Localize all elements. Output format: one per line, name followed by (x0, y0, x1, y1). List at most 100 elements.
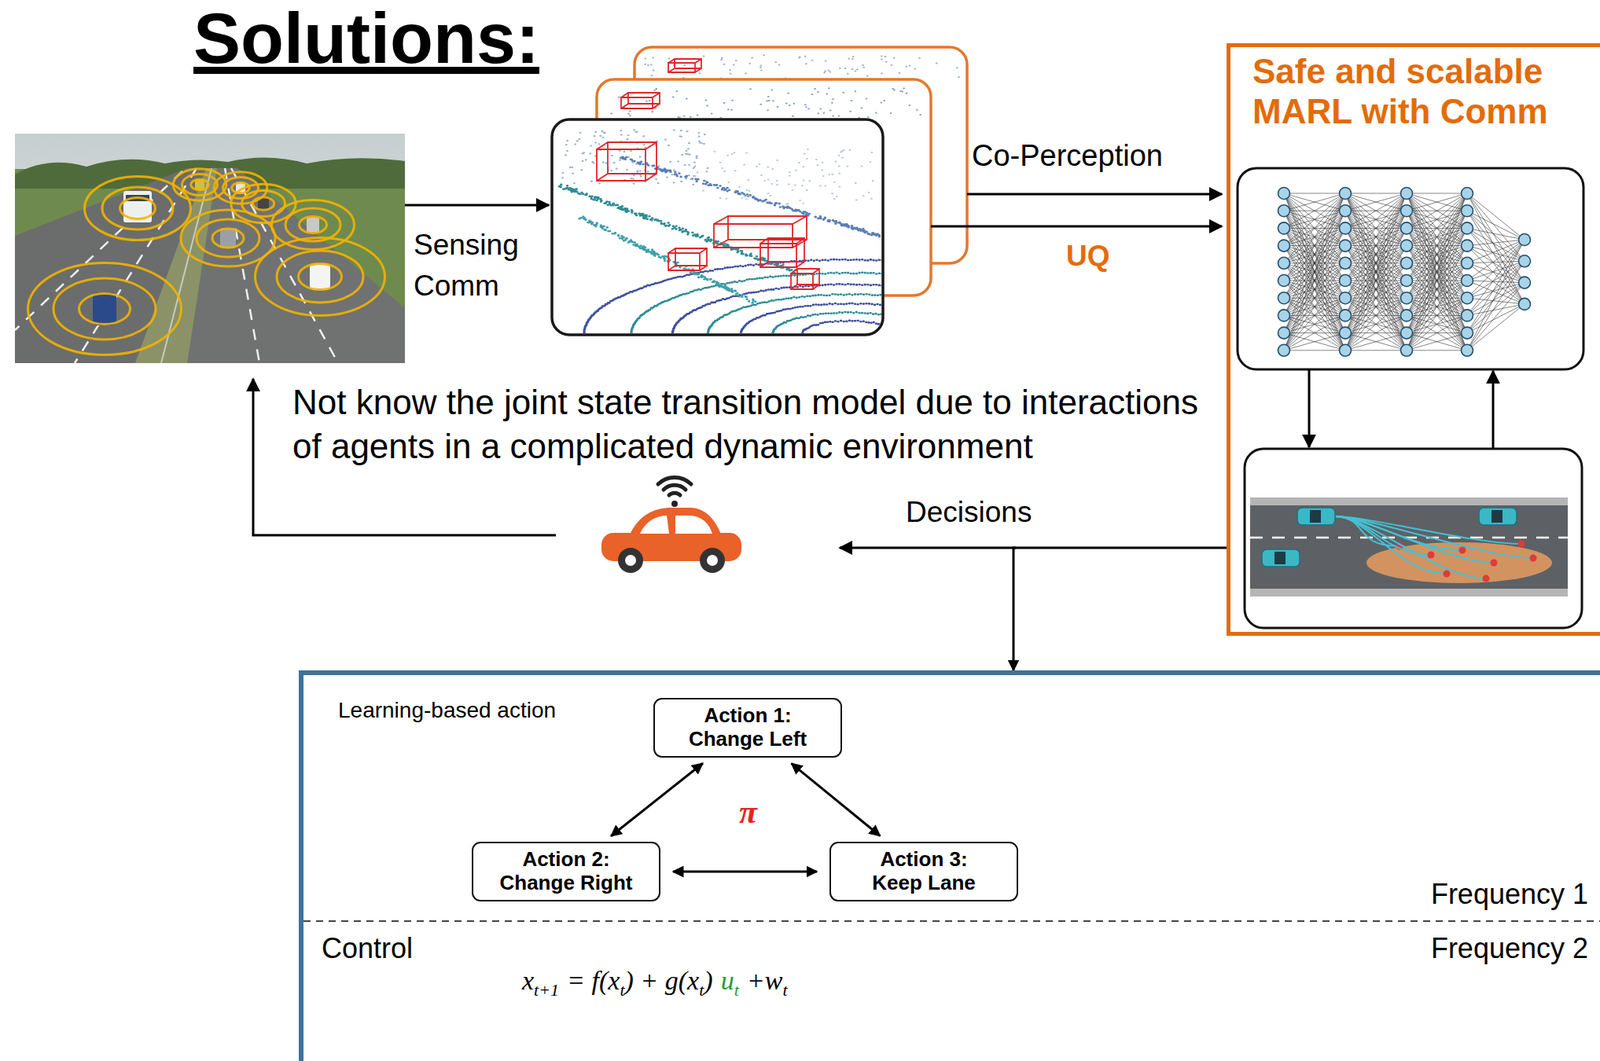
action-control-panel: Learning-based actionFrequency 1ControlF… (298, 670, 1600, 1061)
uq-label: UQ (1066, 239, 1111, 274)
action-box: Action 2: Change Right (471, 842, 661, 902)
action-box: Action 3: Keep Lane (829, 842, 1019, 902)
trajectory (1335, 516, 1447, 574)
comm-ring (223, 177, 259, 199)
policy-symbol: π (739, 795, 758, 829)
arrow-label: Decisions (905, 495, 1032, 530)
car-window (1491, 510, 1503, 523)
signal-arc (663, 485, 686, 490)
comm-rings (28, 169, 386, 356)
neuron (1278, 222, 1291, 235)
lidar-points (631, 272, 883, 334)
neuron (1278, 309, 1291, 322)
bounding-box-3d (668, 248, 707, 271)
equation-term: u (720, 966, 735, 996)
trajectory-end (1482, 575, 1490, 583)
trajectory-box (1244, 448, 1582, 629)
car (309, 263, 331, 291)
action-label: Action 3: Keep Lane (854, 848, 994, 896)
neuron (1461, 222, 1474, 235)
signal-arc (658, 477, 692, 485)
action-box: Action 1: Change Left (653, 698, 843, 758)
arrow-label: Co-Perception (971, 138, 1163, 175)
neuron (1339, 309, 1352, 322)
lidar-points (610, 88, 921, 118)
comm-ring (28, 263, 182, 356)
neuron (1461, 309, 1474, 322)
car-window (640, 515, 670, 534)
car (1297, 507, 1336, 526)
trajectory-end (1518, 540, 1526, 549)
trajectory-end (1459, 547, 1467, 555)
comm-ring (212, 228, 244, 248)
equation-subscript: t (619, 980, 625, 1001)
perception-arrow (967, 193, 1222, 196)
comm-ring (196, 219, 260, 258)
lidar-points (695, 149, 874, 204)
ground (14, 169, 405, 364)
frequency-label: Frequency 2 (1430, 931, 1589, 966)
wheel (617, 548, 644, 574)
comm-ring (102, 187, 173, 230)
trajectory-end (1530, 555, 1538, 563)
neuron (1339, 292, 1352, 305)
uncertainty-region (1366, 542, 1553, 584)
neuron (1461, 344, 1474, 357)
action-label: Action 2: Change Right (496, 848, 636, 896)
neuron (1339, 205, 1352, 218)
road-edge (1250, 497, 1568, 506)
neuron (1278, 257, 1291, 269)
comm-ring (231, 183, 297, 224)
comm-ring (182, 174, 218, 196)
neuron (1461, 327, 1474, 339)
decision-arrow (839, 547, 1016, 550)
connector-arrow (1013, 548, 1227, 671)
comm-ring (53, 278, 156, 340)
road-edge (1250, 588, 1568, 597)
neuron (1401, 275, 1413, 287)
panel-note: Learning-based action (338, 697, 556, 725)
comm-ring (191, 179, 210, 191)
comm-ring (180, 209, 276, 267)
sky (14, 133, 405, 364)
neuron (1461, 257, 1474, 269)
car (220, 228, 236, 249)
bounding-box-3d (596, 142, 657, 181)
equation-term: +w (746, 966, 784, 996)
neuron (1519, 276, 1531, 289)
trajectory-end (1443, 570, 1451, 578)
bounding-box-3d (621, 92, 660, 109)
frequency-divider (303, 920, 1600, 923)
equation-term: x (522, 966, 534, 996)
lane-line (14, 171, 183, 331)
neuron (1401, 222, 1413, 235)
neuron (1339, 327, 1352, 339)
neuron (1401, 309, 1413, 322)
neuron (1401, 327, 1413, 339)
car-roof (628, 507, 722, 537)
network-links (1283, 193, 1525, 351)
equation-subscript: t+1 (533, 980, 560, 1001)
neuron (1278, 239, 1291, 252)
comm-ring (84, 176, 192, 241)
point-cloud (559, 129, 882, 334)
car-window (1274, 551, 1286, 565)
neuron (1339, 344, 1352, 357)
page-title: Solutions: (193, 0, 540, 78)
hub (625, 555, 637, 567)
trajectory-end (1490, 559, 1498, 567)
trajectories (1335, 516, 1538, 583)
hub (706, 555, 718, 567)
point-cloud (610, 88, 921, 118)
highway-photo (14, 133, 405, 364)
neuron (1401, 205, 1413, 218)
neuron (1519, 255, 1531, 268)
signal-arc (669, 492, 681, 496)
neuron (1461, 187, 1474, 200)
trajectory-end (1427, 551, 1435, 560)
uq-arrow (930, 225, 1222, 229)
equation-term: ) + g(x (625, 966, 700, 996)
car-icon (601, 477, 742, 574)
flow-arrow (1308, 369, 1311, 448)
